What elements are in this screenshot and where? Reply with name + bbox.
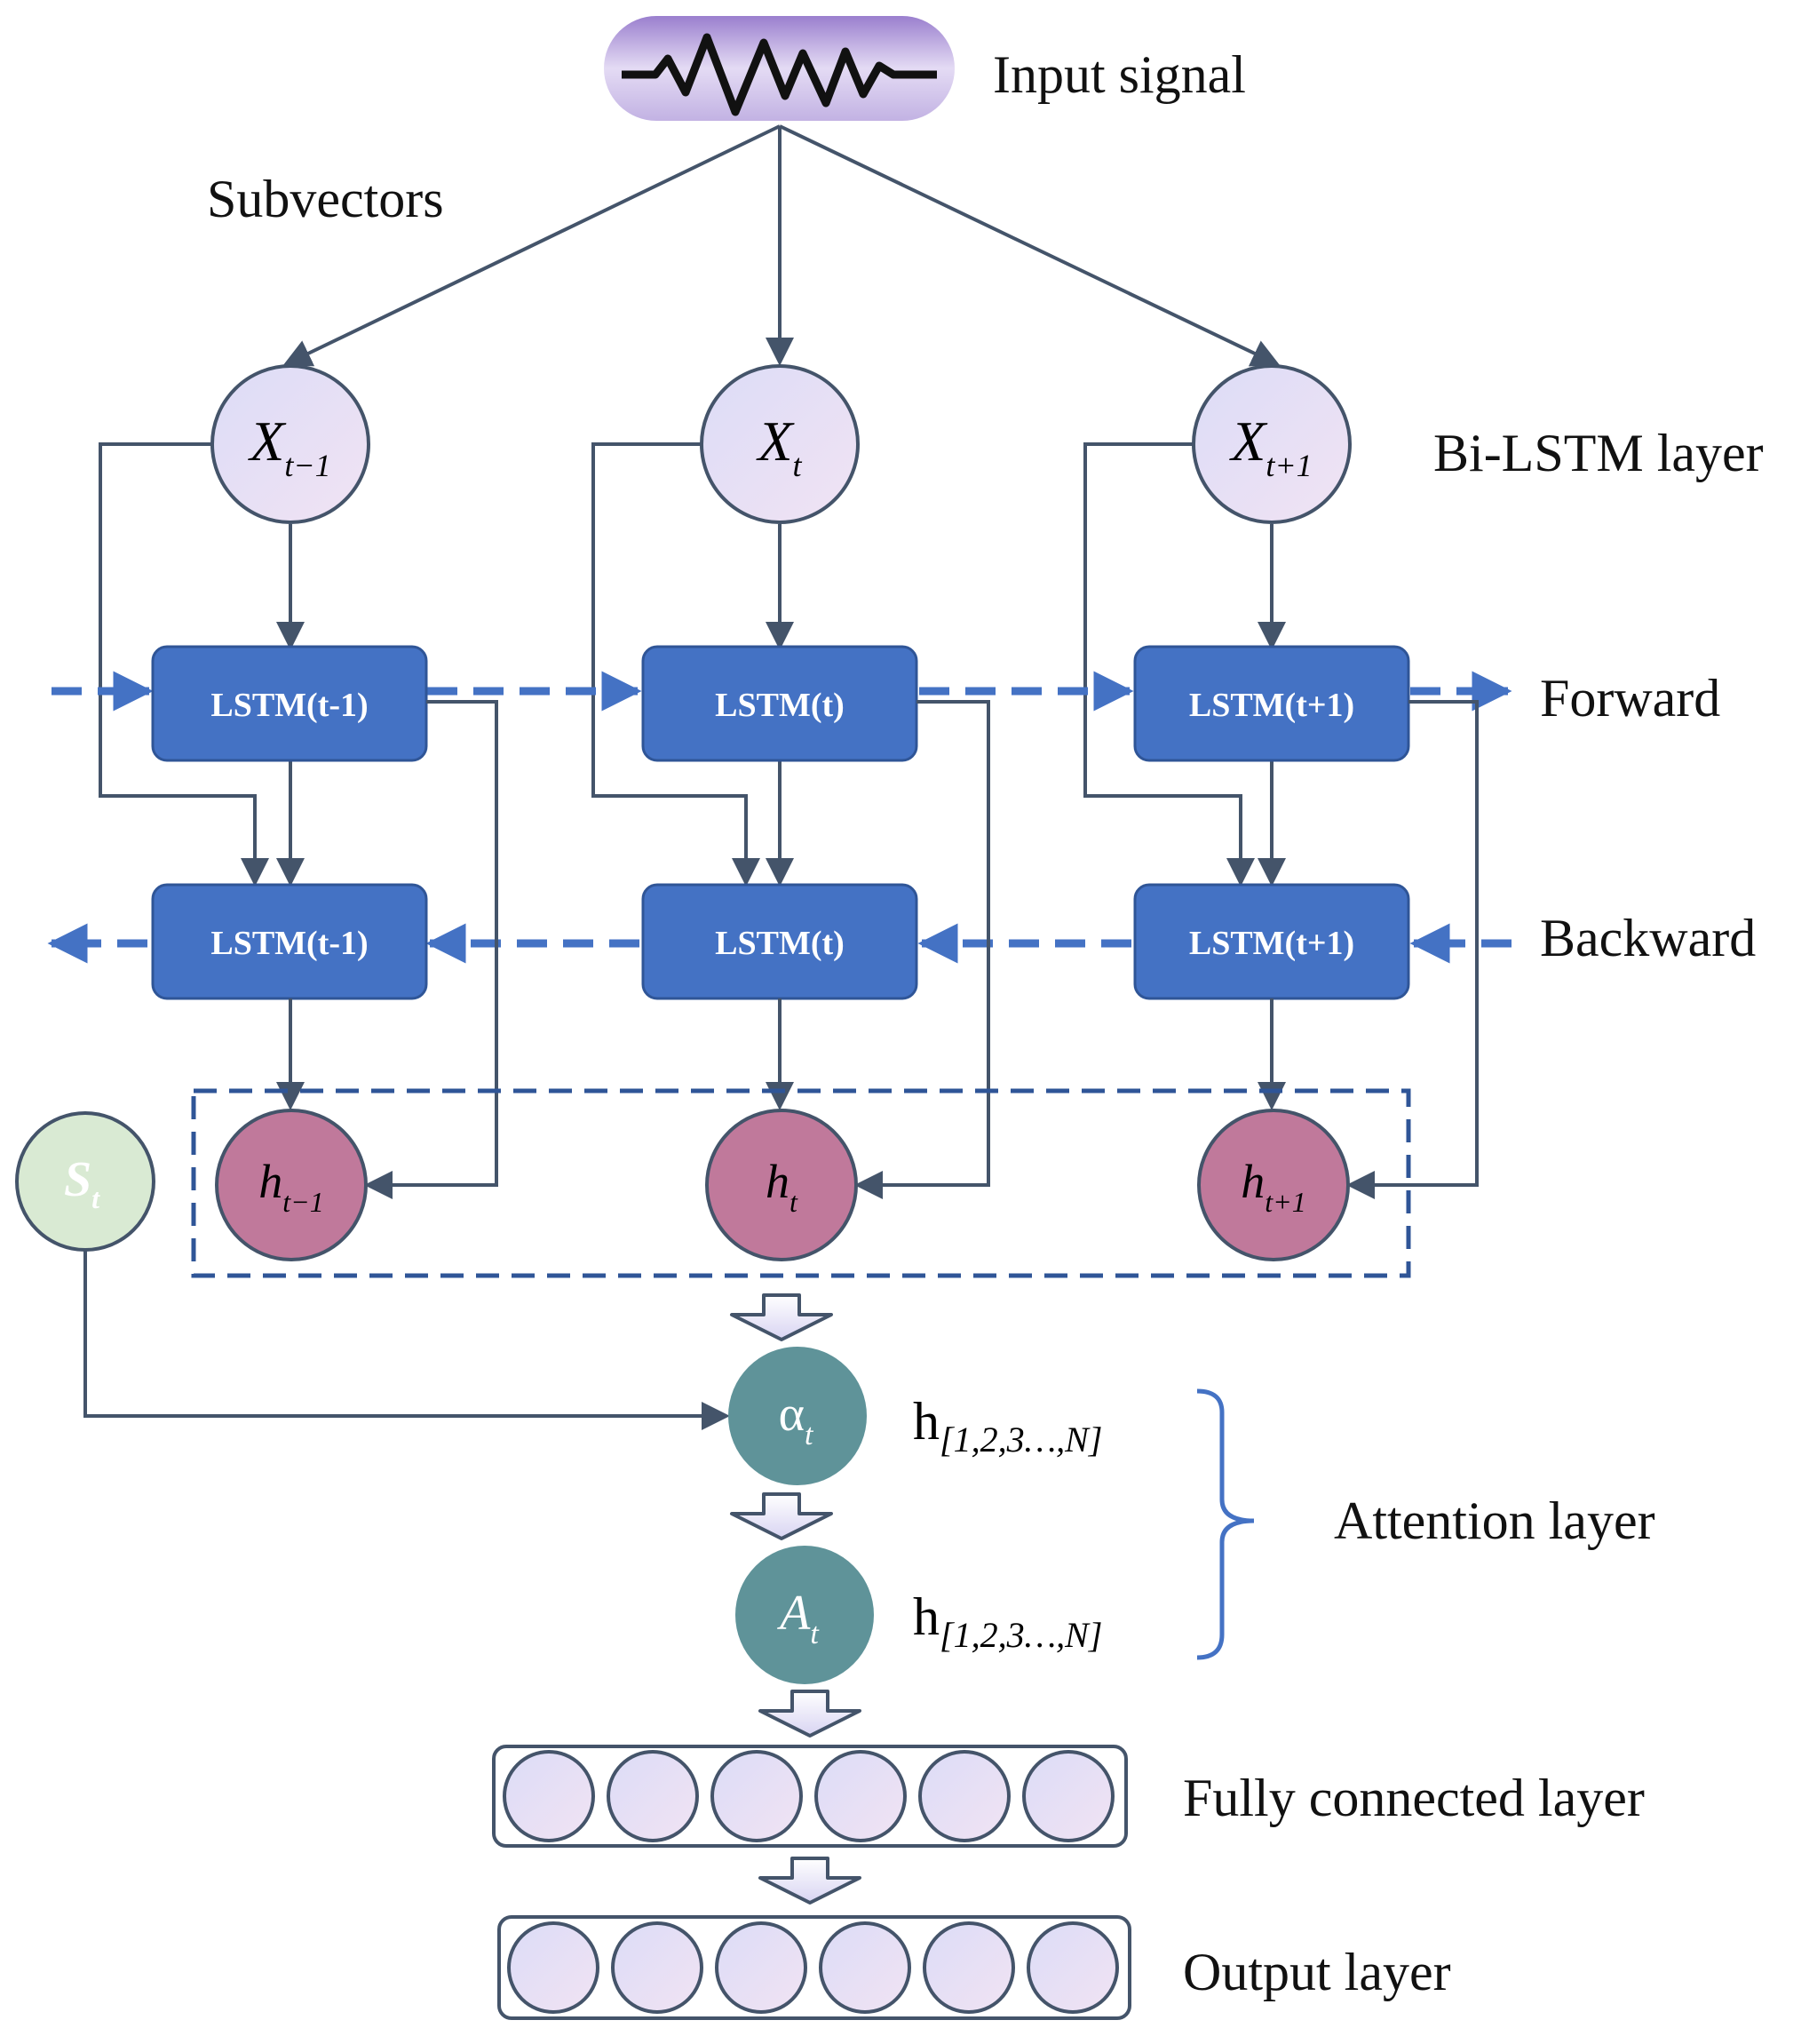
hidden-sequence-label-1: h[1,2,3…,N]: [913, 1392, 1102, 1459]
subvector-arrows: [282, 124, 1281, 367]
input-node-x-t: Xt: [700, 364, 860, 524]
fully-connected-layer-label: Fully connected layer: [1183, 1769, 1645, 1827]
x-to-backward-arrows: [99, 442, 1255, 887]
svg-text:ht: ht: [766, 1155, 798, 1218]
svg-text:Xt−1: Xt−1: [247, 410, 330, 483]
svg-text:Xt+1: Xt+1: [1228, 410, 1312, 483]
state-node-s-t: St: [15, 1111, 155, 1252]
output-layer-label: Output layer: [1183, 1943, 1451, 2001]
svg-text:αt: αt: [779, 1387, 814, 1451]
subvectors-label: Subvectors: [207, 170, 444, 228]
lstm-backward-t-minus-1: LSTM(t-1): [151, 883, 428, 1000]
svg-text:Xt: Xt: [755, 410, 802, 483]
input-signal-node: [604, 16, 955, 121]
svg-text:LSTM(t-1): LSTM(t-1): [210, 925, 368, 962]
svg-text:ht+1: ht+1: [1241, 1155, 1305, 1218]
svg-text:ht−1: ht−1: [258, 1155, 323, 1218]
down-block-arrow-4: [758, 1857, 861, 1905]
lstm-backward-t: LSTM(t): [641, 883, 918, 1000]
svg-text:At: At: [776, 1586, 820, 1650]
lstm-backward-t-plus-1: LSTM(t+1): [1133, 883, 1410, 1000]
forward-to-hidden-arrows: [364, 700, 1479, 1199]
svg-text:LSTM(t): LSTM(t): [715, 687, 845, 724]
attention-layer-label: Attention layer: [1334, 1491, 1655, 1550]
state-to-alpha-arrow: [83, 1251, 730, 1430]
input-signal-label: Input signal: [993, 45, 1246, 104]
svg-text:LSTM(t): LSTM(t): [715, 925, 845, 962]
bilstm-layer-label: Bi-LSTM layer: [1433, 424, 1764, 482]
x-to-forward-arrows: [276, 524, 1286, 650]
attention-brace: [1196, 1388, 1255, 1660]
lstm-forward-t-plus-1: LSTM(t+1): [1133, 645, 1410, 762]
forward-to-backward-arrows: [276, 760, 1286, 887]
svg-text:St: St: [64, 1152, 100, 1214]
down-block-arrow-1: [730, 1293, 833, 1341]
fully-connected-layer: [492, 1745, 1128, 1848]
waveform-icon: [622, 33, 937, 116]
svg-text:LSTM(t+1): LSTM(t+1): [1189, 687, 1354, 724]
svg-text:LSTM(t-1): LSTM(t-1): [210, 687, 368, 724]
backward-label: Backward: [1540, 909, 1756, 967]
svg-text:LSTM(t+1): LSTM(t+1): [1189, 925, 1354, 962]
input-node-x-t-plus-1: Xt+1: [1192, 364, 1352, 524]
lstm-forward-t: LSTM(t): [641, 645, 918, 762]
hidden-states-group: [191, 1088, 1411, 1278]
down-block-arrow-2: [730, 1492, 833, 1540]
lstm-forward-t-minus-1: LSTM(t-1): [151, 645, 428, 762]
output-layer: [497, 1915, 1131, 2020]
hidden-node-h-t-minus-1: ht−1: [215, 1109, 368, 1261]
down-block-arrow-3: [758, 1690, 861, 1738]
hidden-node-h-t: ht: [705, 1109, 858, 1261]
input-node-x-t-minus-1: Xt−1: [210, 364, 370, 524]
hidden-sequence-label-2: h[1,2,3…,N]: [913, 1587, 1102, 1655]
attention-node-a-t: At: [735, 1546, 874, 1684]
hidden-node-h-t-plus-1: ht+1: [1197, 1109, 1350, 1261]
attention-node-alpha-t: αt: [728, 1347, 867, 1485]
forward-label: Forward: [1540, 669, 1720, 728]
